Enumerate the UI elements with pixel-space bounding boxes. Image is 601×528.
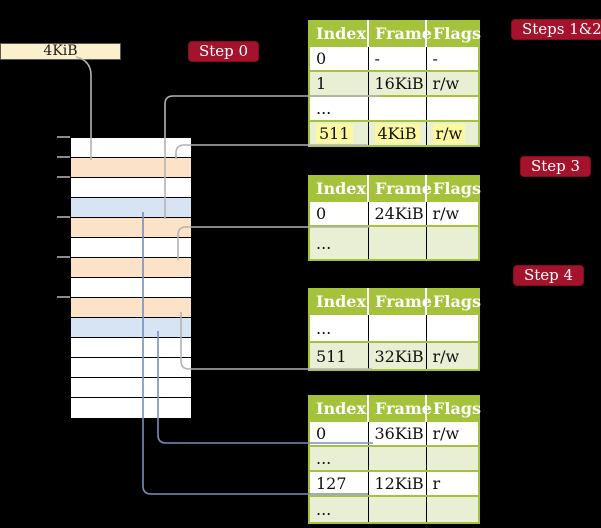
arrow-t1-entry511-to-frame-4k: [175, 144, 367, 159]
memory-row: [71, 178, 191, 198]
tick-mark: [57, 176, 70, 178]
table-row-highlighted: 511 4KiB r/w: [309, 120, 479, 146]
header-frame: Frame: [367, 176, 432, 201]
cell-frame: -: [374, 49, 380, 68]
cell-index: 511: [316, 346, 347, 366]
cell-index: 1: [316, 74, 327, 93]
memory-row: [71, 338, 191, 358]
cell-index: 0: [316, 204, 327, 223]
header-flags: Flags: [425, 21, 481, 46]
cell-index: 127: [316, 474, 347, 493]
table-row: 511 32KiB r/w: [309, 341, 479, 370]
header-frame: Frame: [367, 289, 432, 314]
table-row: 0 - -: [309, 45, 479, 71]
memory-row: [71, 258, 191, 278]
table-row: ...: [309, 95, 479, 121]
tick-mark: [57, 296, 70, 298]
memory-row: [71, 158, 191, 178]
memory-row: [71, 198, 191, 218]
header-index: Index: [309, 396, 368, 421]
header-flags: Flags: [425, 396, 481, 421]
table-row: ...: [309, 495, 479, 523]
header-flags: Flags: [425, 176, 481, 201]
tick-mark: [57, 256, 70, 258]
table-row: 1 16KiB r/w: [309, 70, 479, 96]
cell-flags: r/w: [432, 124, 466, 143]
table-header-row: Index Frame Flags: [309, 396, 481, 421]
cell-index: ...: [316, 233, 332, 253]
header-index: Index: [309, 21, 368, 46]
page-size-box: 4KiB: [0, 43, 121, 60]
table-row: ...: [309, 313, 479, 342]
header-frame: Frame: [367, 21, 432, 46]
table-row: ...: [309, 225, 479, 260]
memory-row: [71, 218, 191, 238]
table-row: 0 36KiB r/w: [309, 420, 479, 446]
cell-index: ...: [316, 99, 332, 118]
table-row: 127 12KiB r: [309, 470, 479, 496]
cell-frame: 4KiB: [374, 124, 420, 143]
table-header-row: Index Frame Flags: [309, 289, 481, 314]
header-index: Index: [309, 289, 368, 314]
step-label-4: Step 4: [513, 265, 585, 286]
tick-mark: [57, 136, 70, 138]
table-row: 0 24KiB r/w: [309, 200, 479, 226]
memory-row: [71, 378, 191, 398]
cell-flags: r/w: [432, 204, 460, 223]
memory-row: [71, 358, 191, 378]
header-index: Index: [309, 176, 368, 201]
memory-row: [71, 278, 191, 298]
table-row: ...: [309, 445, 479, 471]
memory-row: [71, 298, 191, 318]
header-frame: Frame: [367, 396, 432, 421]
cell-index: 0: [316, 424, 327, 443]
memory-row: [71, 318, 191, 338]
table-header-row: Index Frame Flags: [309, 176, 481, 201]
table-header-row: Index Frame Flags: [309, 21, 481, 46]
page-table-level-1b: Index Frame Flags ... 511 32KiB r/w: [308, 288, 481, 371]
cell-frame: 36KiB: [374, 424, 424, 443]
memory-row: [71, 238, 191, 258]
step-label-3: Step 3: [520, 156, 592, 177]
header-flags: Flags: [425, 289, 481, 314]
cell-flags: -: [432, 49, 438, 68]
cell-flags: r: [432, 474, 441, 493]
step-label-1-2: Steps 1&2: [511, 19, 601, 40]
memory-row: [71, 138, 191, 158]
cell-flags: r/w: [432, 424, 460, 443]
cell-index: 0: [316, 49, 327, 68]
physical-memory-column: [70, 137, 192, 419]
page-table-leaf: Index Frame Flags 0 36KiB r/w ... 127 12…: [308, 395, 481, 524]
cell-index: ...: [316, 318, 332, 338]
step-label-0: Step 0: [188, 41, 260, 62]
memory-row: [71, 398, 191, 418]
cell-index: 511: [316, 124, 353, 143]
cell-index: ...: [316, 500, 332, 519]
page-table-level-0: Index Frame Flags 0 - - 1 16KiB r/w ... …: [308, 20, 481, 147]
cell-flags: r/w: [432, 74, 460, 93]
cell-flags: r/w: [432, 346, 460, 366]
tick-mark: [57, 156, 70, 158]
cell-index: ...: [316, 449, 332, 468]
tick-mark: [57, 216, 70, 218]
page-table-level-1a: Index Frame Flags 0 24KiB r/w ...: [308, 175, 481, 261]
cell-frame: 12KiB: [374, 474, 424, 493]
cell-frame: 32KiB: [374, 346, 424, 366]
cell-frame: 16KiB: [374, 74, 424, 93]
cell-frame: 24KiB: [374, 204, 424, 223]
